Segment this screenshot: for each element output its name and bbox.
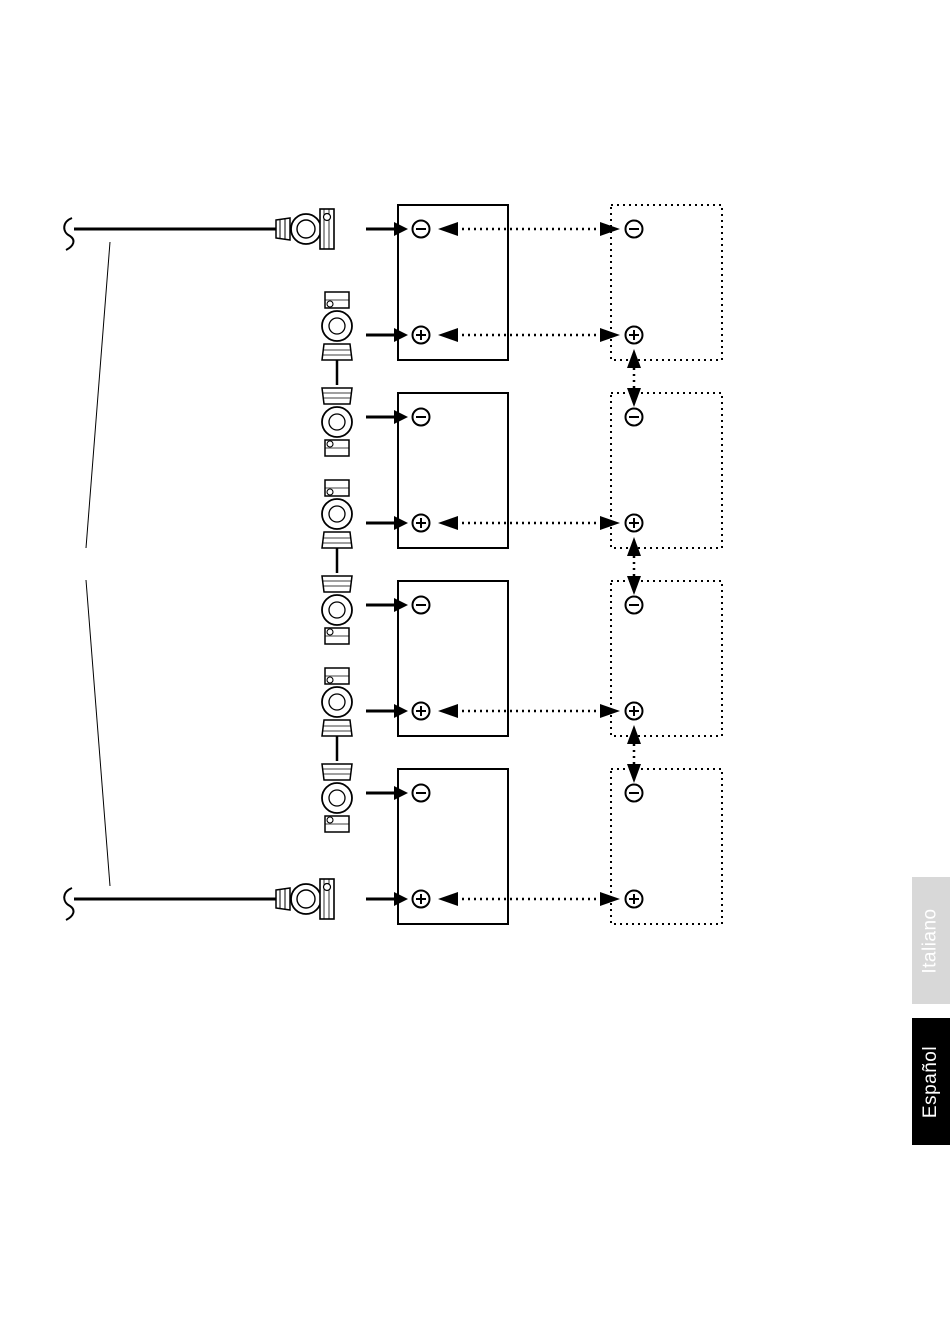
- negative-terminal-icon: [626, 785, 643, 802]
- negative-terminal-icon: [413, 597, 430, 614]
- tab-espanol[interactable]: Español: [912, 1018, 950, 1145]
- connector-link-1: [322, 292, 352, 456]
- tab-italiano[interactable]: Italiano: [912, 877, 950, 1004]
- positive-terminal-icon: [413, 515, 430, 532]
- negative-terminal-icon: [626, 597, 643, 614]
- positive-terminal-icon: [413, 891, 430, 908]
- tab-espanol-label: Español: [920, 1045, 942, 1117]
- terminal-symbols: [413, 221, 643, 908]
- positive-terminal-icon: [626, 515, 643, 532]
- tab-italiano-label: Italiano: [920, 908, 942, 973]
- top-end-clamp: [276, 209, 334, 249]
- negative-terminal-icon: [413, 785, 430, 802]
- clamp-arrows: [366, 222, 408, 906]
- bottom-cable: [64, 888, 276, 920]
- positive-terminal-icon: [413, 327, 430, 344]
- bottom-end-clamp: [276, 879, 334, 919]
- positive-terminal-icon: [626, 891, 643, 908]
- top-cable: [64, 218, 276, 250]
- positive-terminal-icon: [413, 703, 430, 720]
- connector-link-2: [322, 480, 352, 644]
- connector-link-3: [322, 668, 352, 832]
- positive-terminal-icon: [626, 327, 643, 344]
- negative-terminal-icon: [413, 221, 430, 238]
- positive-terminal-icon: [626, 703, 643, 720]
- dotted-horizontal-arrows: [438, 222, 620, 906]
- bracket-lines: [86, 242, 110, 886]
- negative-terminal-icon: [413, 409, 430, 426]
- negative-terminal-icon: [626, 221, 643, 238]
- negative-terminal-icon: [626, 409, 643, 426]
